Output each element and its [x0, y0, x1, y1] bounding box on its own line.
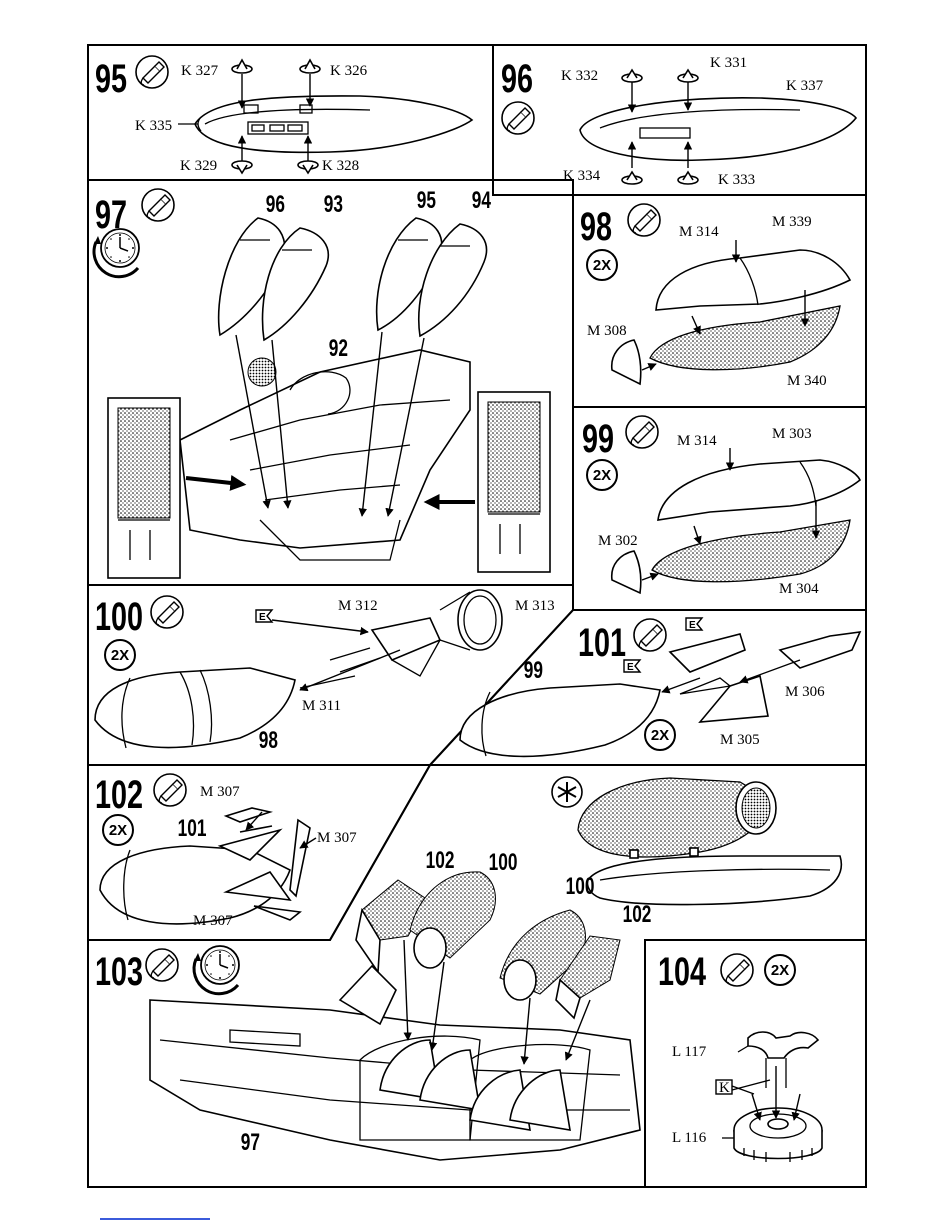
callout-102: 102 — [623, 901, 652, 927]
callout-95: 95 — [417, 187, 437, 213]
glue-tube-icon — [634, 619, 666, 651]
step-95-number: 95 — [95, 56, 127, 101]
step-98-number: 98 — [580, 204, 612, 249]
callout-k337: K 337 — [786, 78, 824, 94]
callout-m306: M 306 — [785, 684, 825, 700]
stand-top — [748, 1032, 818, 1058]
step-98-panel: 98 2X M 314 M 339 M 308 M 340 — [573, 195, 866, 407]
callout-94: 94 — [472, 187, 492, 213]
step-100-number: 100 — [95, 594, 143, 639]
callout-96: 96 — [266, 191, 285, 217]
drop-tank-half — [195, 96, 472, 152]
step-99-number: 99 — [582, 416, 614, 461]
drop-tank-half — [580, 98, 856, 160]
callout-m305: M 305 — [720, 732, 760, 748]
callout-101: 101 — [178, 815, 207, 841]
callout-m308: M 308 — [587, 323, 627, 339]
decal-mark: E — [259, 612, 266, 623]
callout-m313: M 313 — [515, 598, 555, 614]
callout-k327: K 327 — [181, 63, 219, 79]
callout-m340: M 340 — [787, 373, 827, 389]
decal-mark: E — [627, 662, 634, 673]
step-95-panel: 95 K 327 K 326 K 335 K 329 K 328 — [88, 45, 493, 180]
callout-k329: K 329 — [180, 158, 217, 174]
callout-99: 99 — [524, 657, 543, 683]
callout-m303: M 303 — [772, 426, 812, 442]
step-98-count: 2X — [593, 257, 611, 274]
callout-m307: M 307 — [200, 784, 240, 800]
decal-mark: E — [689, 620, 696, 631]
callout-m307: M 307 — [193, 913, 233, 929]
step-102-count: 2X — [109, 822, 127, 839]
callout-k331: K 331 — [710, 55, 747, 71]
glue-tube-icon — [142, 189, 174, 221]
glue-tube-icon — [154, 774, 186, 806]
glue-tube-icon — [151, 596, 183, 628]
callout-m311: M 311 — [302, 698, 341, 714]
callout-98: 98 — [259, 727, 278, 753]
glue-tube-icon — [502, 102, 534, 134]
step-99-panel: 99 2X M 314 M 303 M 302 M 304 — [573, 407, 866, 610]
callout-93: 93 — [324, 191, 343, 217]
callout-97: 97 — [241, 1129, 260, 1155]
callout-m307: M 307 — [317, 830, 357, 846]
step-96-panel: 96 K 332 K 331 K 337 K 334 K 333 — [493, 45, 866, 195]
aircraft-fuselage — [180, 350, 470, 548]
callout-k332: K 332 — [561, 68, 598, 84]
footer-link-underline — [100, 1218, 210, 1220]
callout-m304: M 304 — [779, 581, 819, 597]
glue-tube-icon — [146, 949, 178, 981]
callout-102: 102 — [426, 847, 455, 873]
callout-92: 92 — [329, 335, 348, 361]
callout-100: 100 — [489, 849, 518, 875]
step-104-panel: 104 2X K L 117 L 116 — [645, 940, 866, 1187]
callout-l117: L 117 — [672, 1044, 707, 1060]
step-99-count: 2X — [593, 467, 611, 484]
step-102-number: 102 — [95, 772, 143, 817]
callout-100: 100 — [566, 873, 595, 899]
step-101-count: 2X — [651, 727, 669, 744]
callout-m312: M 312 — [338, 598, 378, 614]
callout-k326: K 326 — [330, 63, 368, 79]
step-101-number: 101 — [578, 620, 626, 665]
step-104-count: 2X — [771, 962, 789, 979]
glue-tube-icon — [721, 954, 753, 986]
callout-m302: M 302 — [598, 533, 638, 549]
callout-l116: L 116 — [672, 1130, 707, 1146]
step-97-panel: 97 96 93 95 94 92 — [88, 180, 573, 585]
callout-k328: K 328 — [322, 158, 359, 174]
step-103-number: 103 — [95, 949, 143, 994]
glue-tube-icon — [626, 416, 658, 448]
callout-k: K — [719, 1080, 730, 1096]
callout-m339: M 339 — [772, 214, 812, 230]
callout-m314: M 314 — [677, 433, 717, 449]
detail-view — [552, 777, 841, 905]
callout-k335: K 335 — [135, 118, 172, 134]
drying-clock-icon — [194, 946, 239, 994]
callout-k334: K 334 — [563, 168, 601, 184]
glue-tube-icon — [628, 204, 660, 236]
callout-k333: K 333 — [718, 172, 755, 188]
glue-tube-icon — [136, 56, 168, 88]
step-96-number: 96 — [501, 56, 533, 101]
callout-m314: M 314 — [679, 224, 719, 240]
step-104-number: 104 — [658, 949, 707, 994]
step-100-count: 2X — [111, 647, 129, 664]
